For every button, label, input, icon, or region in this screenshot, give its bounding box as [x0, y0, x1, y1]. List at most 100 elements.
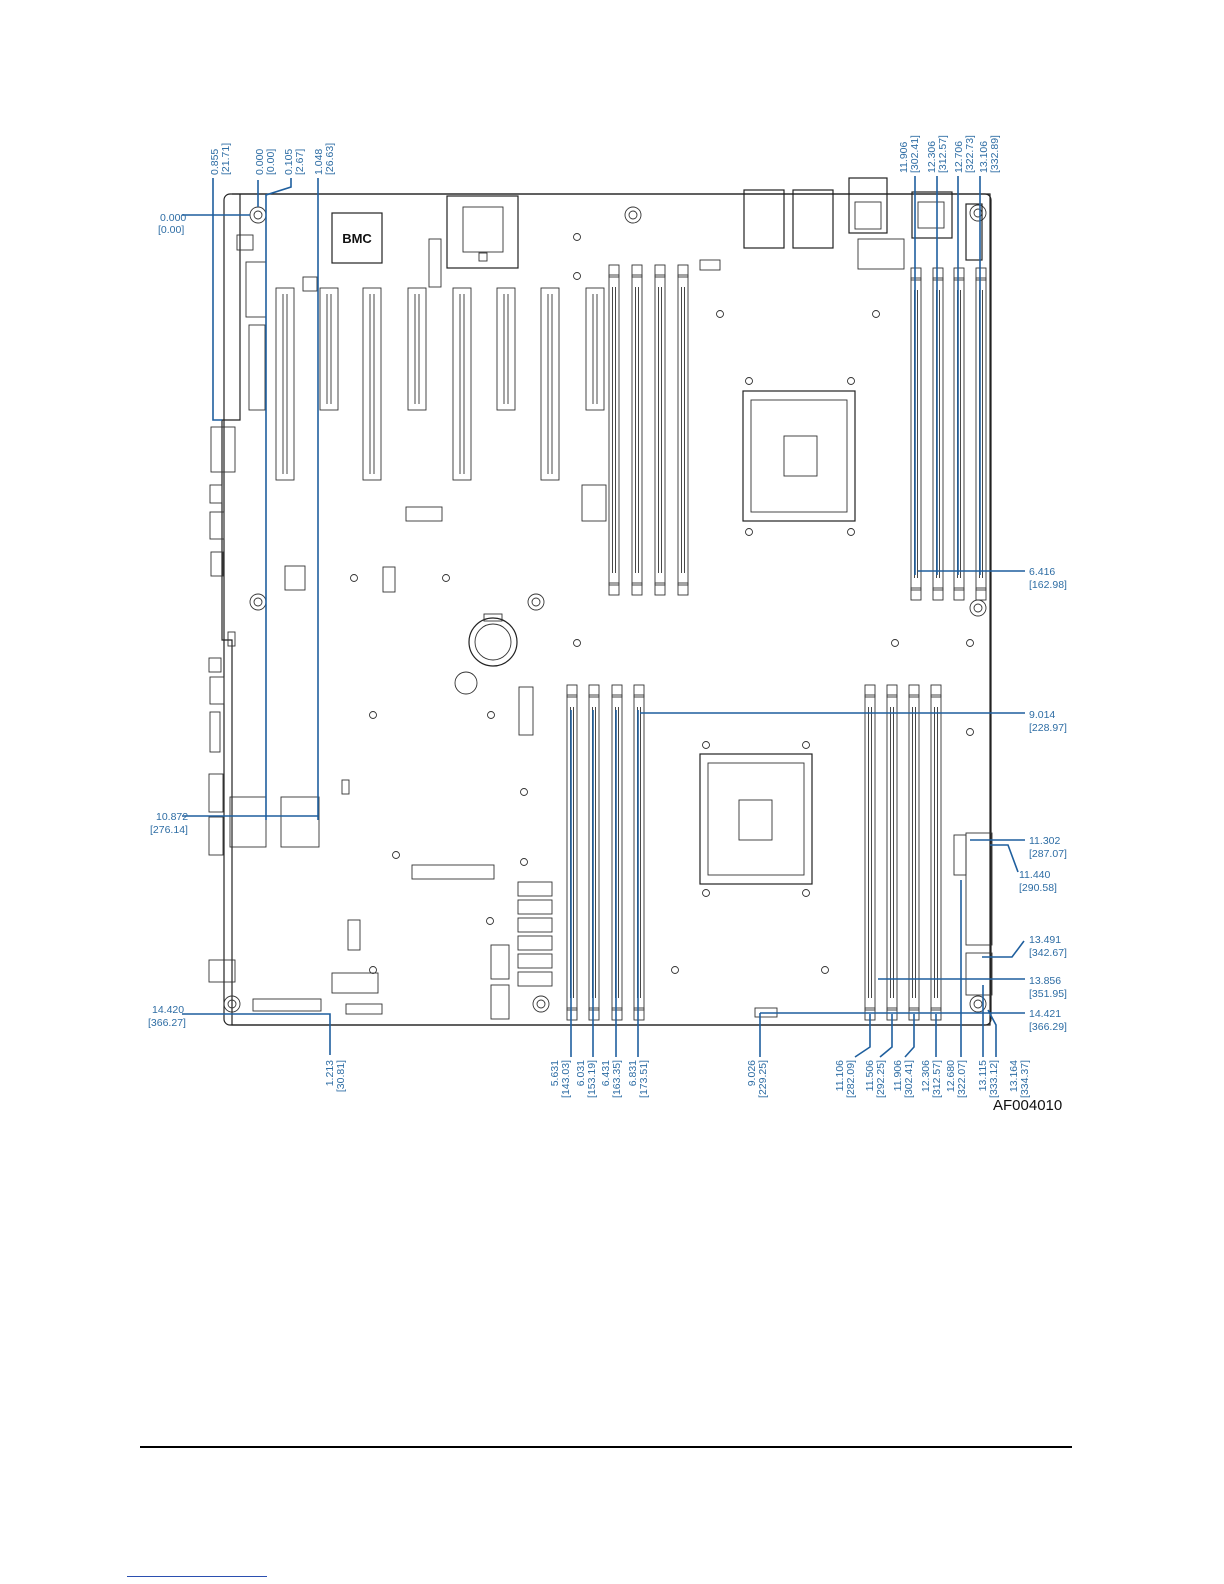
- dim-right-3-in: 11.302: [1029, 835, 1060, 847]
- dimm-slot: [677, 264, 689, 596]
- dim-bottom-mid-3-in: 6.431: [600, 1060, 612, 1086]
- dim-right-2-mm: [228.97]: [1029, 722, 1067, 734]
- dim-bottom-mid-4-mm: [173.51]: [638, 1060, 650, 1098]
- dim-top-left-4-mm: [26.63]: [324, 143, 336, 175]
- dim-bottom-mid-2-in: 6.031: [575, 1060, 587, 1086]
- pcie-slot: [407, 287, 427, 411]
- pcie-slot: [540, 287, 560, 481]
- dim-left-3-in: 14.420: [152, 1004, 184, 1016]
- dim-right-7-mm: [366.29]: [1029, 1021, 1067, 1033]
- footer-rule: [140, 1446, 1072, 1448]
- dim-bottom-right-3-mm: [302.41]: [903, 1060, 915, 1098]
- board-outline: [221, 193, 991, 1026]
- dimm-slot: [908, 684, 920, 1021]
- dim-bottom-center-1-mm: [229.25]: [757, 1060, 769, 1098]
- dim-top-right-1-in: 11.906: [898, 142, 910, 173]
- rear-io-connectors: [743, 177, 983, 270]
- dim-bottom-mid-1-mm: [143.03]: [560, 1060, 572, 1098]
- dim-top-left-1-mm: [21.71]: [220, 143, 232, 175]
- dimm-slot: [608, 264, 620, 596]
- dimm-slot: [886, 684, 898, 1021]
- dim-bottom-right-2-in: 11.506: [864, 1060, 876, 1091]
- dim-bottom-right-7-in: 13.164: [1008, 1060, 1020, 1092]
- dim-top-left-3-mm: [2.67]: [294, 149, 306, 175]
- dim-bottom-right-4-mm: [312.57]: [931, 1060, 943, 1098]
- dimm-slot: [910, 267, 922, 601]
- dim-bottom-right-2-mm: [292.25]: [875, 1060, 887, 1098]
- dim-bottom-right-5-mm: [322.07]: [956, 1060, 968, 1098]
- dim-left-2-in: 10.872: [156, 811, 188, 823]
- dim-bottom-mid-1-in: 5.631: [549, 1060, 561, 1086]
- dimension-labels: 0.855 [21.71] 0.000 [0.00] 0.105 [2.67] …: [148, 135, 1067, 1098]
- mounting-holes: [223, 204, 987, 1013]
- dimm-slot: [633, 684, 645, 1021]
- dim-right-4-mm: [290.58]: [1019, 882, 1057, 894]
- footer-link-rule: [127, 1576, 267, 1577]
- dim-bottom-mid-2-mm: [153.19]: [586, 1060, 598, 1098]
- dim-right-2-in: 9.014: [1029, 709, 1055, 721]
- pcie-slot: [452, 287, 472, 481]
- dimm-slot: [611, 684, 623, 1021]
- dim-bottom-right-4-in: 12.306: [920, 1060, 932, 1092]
- dim-top-left-2-mm: [0.00]: [265, 149, 277, 175]
- dim-right-7-in: 14.421: [1029, 1008, 1061, 1020]
- figure-id: AF004010: [993, 1097, 1063, 1114]
- dimm-slot: [975, 267, 987, 601]
- pch-chip: [446, 195, 519, 269]
- dim-top-left-1-in: 0.855: [209, 149, 221, 175]
- standoffs: [350, 233, 974, 974]
- dim-top-right-3-in: 12.706: [953, 141, 965, 173]
- dimm-slots-cpu2-right: [864, 684, 942, 1021]
- dimm-slot: [654, 264, 666, 596]
- dim-bottom-right-3-in: 11.906: [892, 1060, 904, 1091]
- dim-bottom-right-1-mm: [282.09]: [845, 1060, 857, 1098]
- dimm-slot: [930, 684, 942, 1021]
- dimm-slot: [631, 264, 643, 596]
- dim-left-1-mm: [0.00]: [158, 224, 184, 236]
- bmc-chip-label: BMC: [342, 231, 372, 246]
- dimm-slot: [953, 267, 965, 601]
- dim-bottom-right-5-in: 12.680: [945, 1060, 957, 1092]
- dim-right-4-in: 11.440: [1019, 869, 1050, 881]
- dim-bottom-right-7-mm: [334.37]: [1019, 1060, 1031, 1098]
- dim-top-right-4-in: 13.106: [978, 141, 990, 173]
- dim-left-2-mm: [276.14]: [150, 824, 188, 836]
- dimm-slot: [588, 684, 600, 1021]
- dim-right-3-mm: [287.07]: [1029, 848, 1067, 860]
- dim-right-1-mm: [162.98]: [1029, 579, 1067, 591]
- coin-battery: [454, 613, 518, 695]
- dim-top-right-2-mm: [312.57]: [937, 135, 949, 173]
- dim-bottom-mid-4-in: 6.831: [627, 1060, 639, 1086]
- pcie-slot: [496, 287, 516, 411]
- dim-top-right-4-mm: [332.89]: [989, 135, 1001, 173]
- dim-top-left-4-in: 1.048: [313, 149, 325, 175]
- dim-right-6-in: 13.856: [1029, 975, 1061, 987]
- dim-top-left-3-in: 0.105: [283, 149, 295, 175]
- dim-bottom-right-6-in: 13.115: [977, 1060, 989, 1091]
- dim-left-3-mm: [366.27]: [148, 1017, 186, 1029]
- dim-bottom-left-1-mm: [30.81]: [335, 1060, 347, 1092]
- dimm-slot: [566, 684, 578, 1021]
- dim-right-5-mm: [342.67]: [1029, 947, 1067, 959]
- bmc-chip: [331, 212, 383, 264]
- pcie-slots: [275, 287, 605, 481]
- board-outline-main: [223, 193, 992, 1026]
- dimm-slots-cpu1-left: [608, 264, 689, 596]
- dim-bottom-mid-3-mm: [163.35]: [611, 1060, 623, 1098]
- dim-left-1-in: 0.000: [160, 212, 186, 224]
- pcie-slot: [319, 287, 339, 411]
- dimension-leaders: [182, 176, 1025, 1058]
- pcie-slot: [362, 287, 382, 481]
- dimm-slot: [932, 267, 944, 601]
- dim-top-right-2-in: 12.306: [926, 141, 938, 173]
- dim-top-right-1-mm: [302.41]: [909, 135, 921, 173]
- dim-bottom-right-1-in: 11.106: [834, 1060, 846, 1091]
- dim-top-left-2-in: 0.000: [254, 149, 266, 175]
- dimm-slots-cpu2-left: [566, 684, 645, 1021]
- dim-right-6-mm: [351.95]: [1029, 988, 1067, 1000]
- pcie-slot: [275, 287, 295, 481]
- dimm-slot: [864, 684, 876, 1021]
- dim-right-5-in: 13.491: [1029, 934, 1061, 946]
- dim-bottom-left-1-in: 1.213: [324, 1060, 336, 1086]
